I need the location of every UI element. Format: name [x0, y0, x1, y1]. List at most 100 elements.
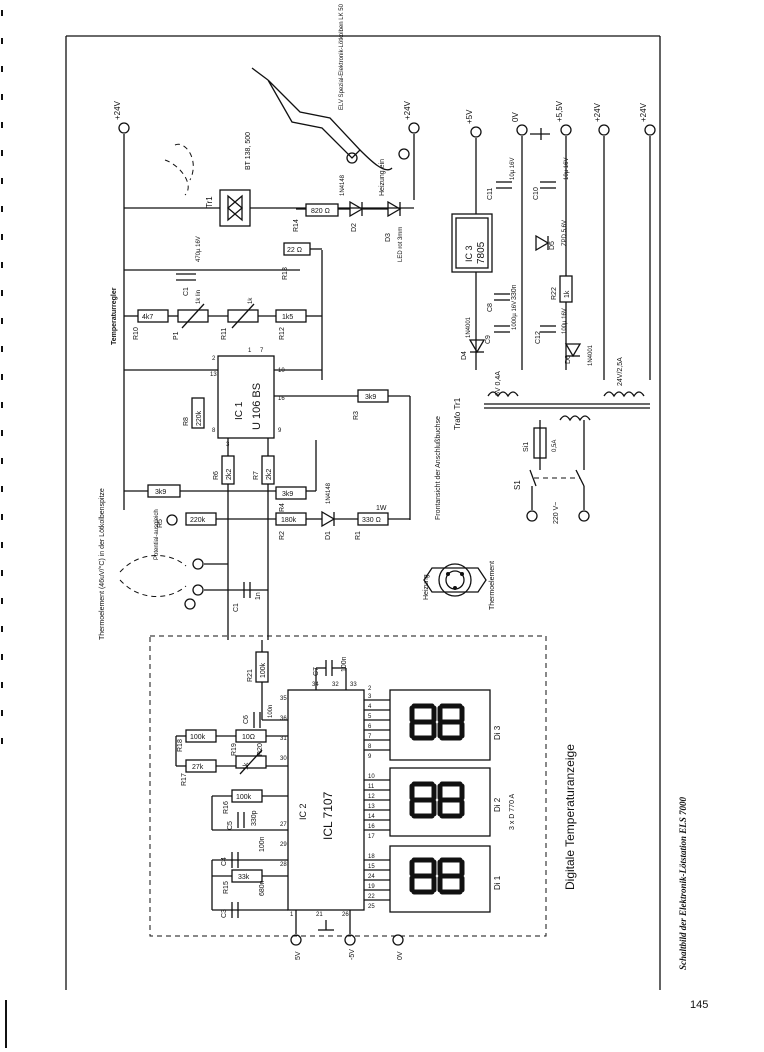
svg-text:9: 9 [278, 428, 282, 434]
thermocouple-label: Thermoelement (46uV/°C) in der Lötkolben… [98, 488, 106, 640]
svg-text:R14: R14 [293, 219, 300, 232]
svg-text:R1: R1 [355, 531, 362, 540]
svg-text:D5: D5 [549, 241, 556, 250]
svg-text:8: 8 [212, 428, 216, 434]
socket-pin-heating: Heizung [423, 574, 430, 600]
svg-text:33: 33 [350, 682, 357, 688]
svg-text:1k: 1k [248, 297, 254, 304]
svg-text:3k9: 3k9 [365, 394, 376, 401]
svg-text:R3: R3 [353, 411, 360, 420]
svg-text:14: 14 [368, 814, 375, 820]
svg-text:1N4148: 1N4148 [326, 482, 332, 504]
svg-text:R10: R10 [133, 327, 140, 340]
svg-text:Si1: Si1 [523, 442, 530, 452]
heating-label: Heizung ein [379, 159, 386, 196]
svg-text:LED rot 3mm: LED rot 3mm [398, 227, 404, 262]
svg-text:100n: 100n [259, 836, 266, 852]
temp-regulator: Temperaturregler 4k7 R10 P1 1k lin R11 1… [111, 248, 323, 380]
svg-text:470µ 16V: 470µ 16V [196, 236, 202, 262]
svg-text:2k2: 2k2 [226, 469, 233, 480]
svg-text:330 Ω: 330 Ω [362, 517, 381, 524]
svg-text:8: 8 [368, 744, 372, 750]
svg-text:32: 32 [332, 682, 339, 688]
svg-text:1k: 1k [243, 762, 250, 770]
svg-text:Di 2: Di 2 [493, 797, 502, 812]
svg-text:100k: 100k [190, 734, 206, 741]
svg-text:35: 35 [280, 696, 287, 702]
svg-text:22: 22 [368, 894, 375, 900]
svg-text:D4: D4 [461, 351, 468, 360]
svg-text:-5V: -5V [349, 949, 356, 960]
svg-text:R11: R11 [221, 328, 228, 340]
svg-text:100k: 100k [236, 794, 252, 801]
svg-text:18: 18 [368, 854, 375, 860]
soldering-iron: ELV Spezial-Elektronik-Lötkolben LK 50 [251, 3, 410, 171]
svg-text:0V: 0V [397, 951, 404, 960]
svg-text:R7: R7 [253, 471, 260, 480]
svg-text:10: 10 [278, 368, 285, 374]
ic2-right-pins: 25 22 19 24 15 18 17 16 14 13 12 11 10 9… [368, 686, 375, 910]
svg-text:R16: R16 [223, 801, 230, 814]
svg-text:100n: 100n [341, 656, 348, 672]
svg-text:Di 3: Di 3 [493, 725, 502, 740]
svg-text:D1: D1 [325, 531, 332, 540]
svg-text:Di 1: Di 1 [493, 875, 502, 890]
tr1-label: Tr1 [205, 196, 214, 208]
svg-text:7805: 7805 [476, 241, 487, 264]
svg-text:100µ 16V: 100µ 16V [562, 308, 568, 334]
svg-text:680n: 680n [259, 880, 266, 896]
supply-plus24-a: +24V [113, 100, 122, 120]
svg-text:30: 30 [280, 756, 287, 762]
svg-text:27: 27 [280, 822, 287, 828]
svg-text:820 Ω: 820 Ω [311, 208, 330, 215]
svg-text:P1: P1 [173, 331, 180, 340]
ic2-display-wires [364, 699, 390, 901]
svg-text:+5,5V: +5,5V [555, 100, 564, 122]
display-di2: Di 2 3 x D 770 A [389, 767, 516, 837]
svg-text:100n: 100n [268, 705, 274, 718]
svg-text:R4: R4 [279, 503, 286, 512]
svg-text:29: 29 [280, 842, 287, 848]
svg-text:C5: C5 [227, 821, 234, 830]
r8-r3: 220k R8 3k9 R3 [183, 389, 411, 520]
svg-text:1k: 1k [564, 290, 571, 298]
svg-text:26: 26 [342, 912, 349, 918]
svg-text:0,5A: 0,5A [552, 440, 558, 452]
svg-text:IC 3: IC 3 [464, 245, 474, 262]
svg-text:36: 36 [280, 716, 287, 722]
drawing-frame [65, 35, 661, 990]
svg-text:4k7: 4k7 [142, 314, 153, 321]
svg-text:1k lin: 1k lin [196, 290, 202, 304]
ic2-icl7107: IC 2 ICL 7107 1 21 26 28 29 27 30 31 36 … [280, 682, 365, 918]
display-title: Digitale Temperaturanzeige [563, 744, 577, 890]
svg-text:16: 16 [278, 396, 285, 402]
input-resistors: 3k9 3k9 R4 220k R5 180k R2 D1 1N4148 330… [124, 440, 410, 640]
svg-text:R5: R5 [157, 519, 164, 528]
triac-tr1: Tr1 BT 138, 500 [164, 132, 252, 227]
svg-text:10µ 16V: 10µ 16V [564, 158, 570, 180]
socket-pin-thermo: Thermoelement [489, 561, 496, 610]
svg-text:3: 3 [368, 694, 372, 700]
page-number: 145 [690, 999, 708, 1011]
svg-text:33k: 33k [238, 874, 250, 881]
socket-label-line: Frontansicht der Anschlußbuchse [435, 416, 442, 520]
svg-text:+24V: +24V [593, 102, 602, 122]
svg-text:13: 13 [368, 804, 375, 810]
svg-text:C8: C8 [487, 303, 494, 312]
svg-text:2: 2 [368, 686, 372, 692]
svg-text:1: 1 [248, 348, 252, 354]
svg-text:1k5: 1k5 [282, 314, 293, 321]
svg-text:220 V~: 220 V~ [553, 502, 560, 524]
caption: Schaltbild der Elektronik-Lötstation ELS… [678, 796, 688, 970]
svg-text:180k: 180k [281, 517, 297, 524]
svg-text:R21: R21 [247, 669, 254, 682]
svg-text:330n: 330n [511, 284, 518, 300]
triac-type: BT 138, 500 [245, 132, 252, 170]
svg-text:IC 1: IC 1 [234, 401, 245, 420]
display-di3: Di 3 [389, 689, 502, 761]
display-di1: Di 1 [389, 845, 502, 913]
svg-text:R22: R22 [551, 287, 558, 300]
svg-text:R2: R2 [279, 531, 286, 540]
ic2-left-components: 100k R18 10Ω R19 R20 1k 27k R17 100k R16… [175, 705, 288, 918]
